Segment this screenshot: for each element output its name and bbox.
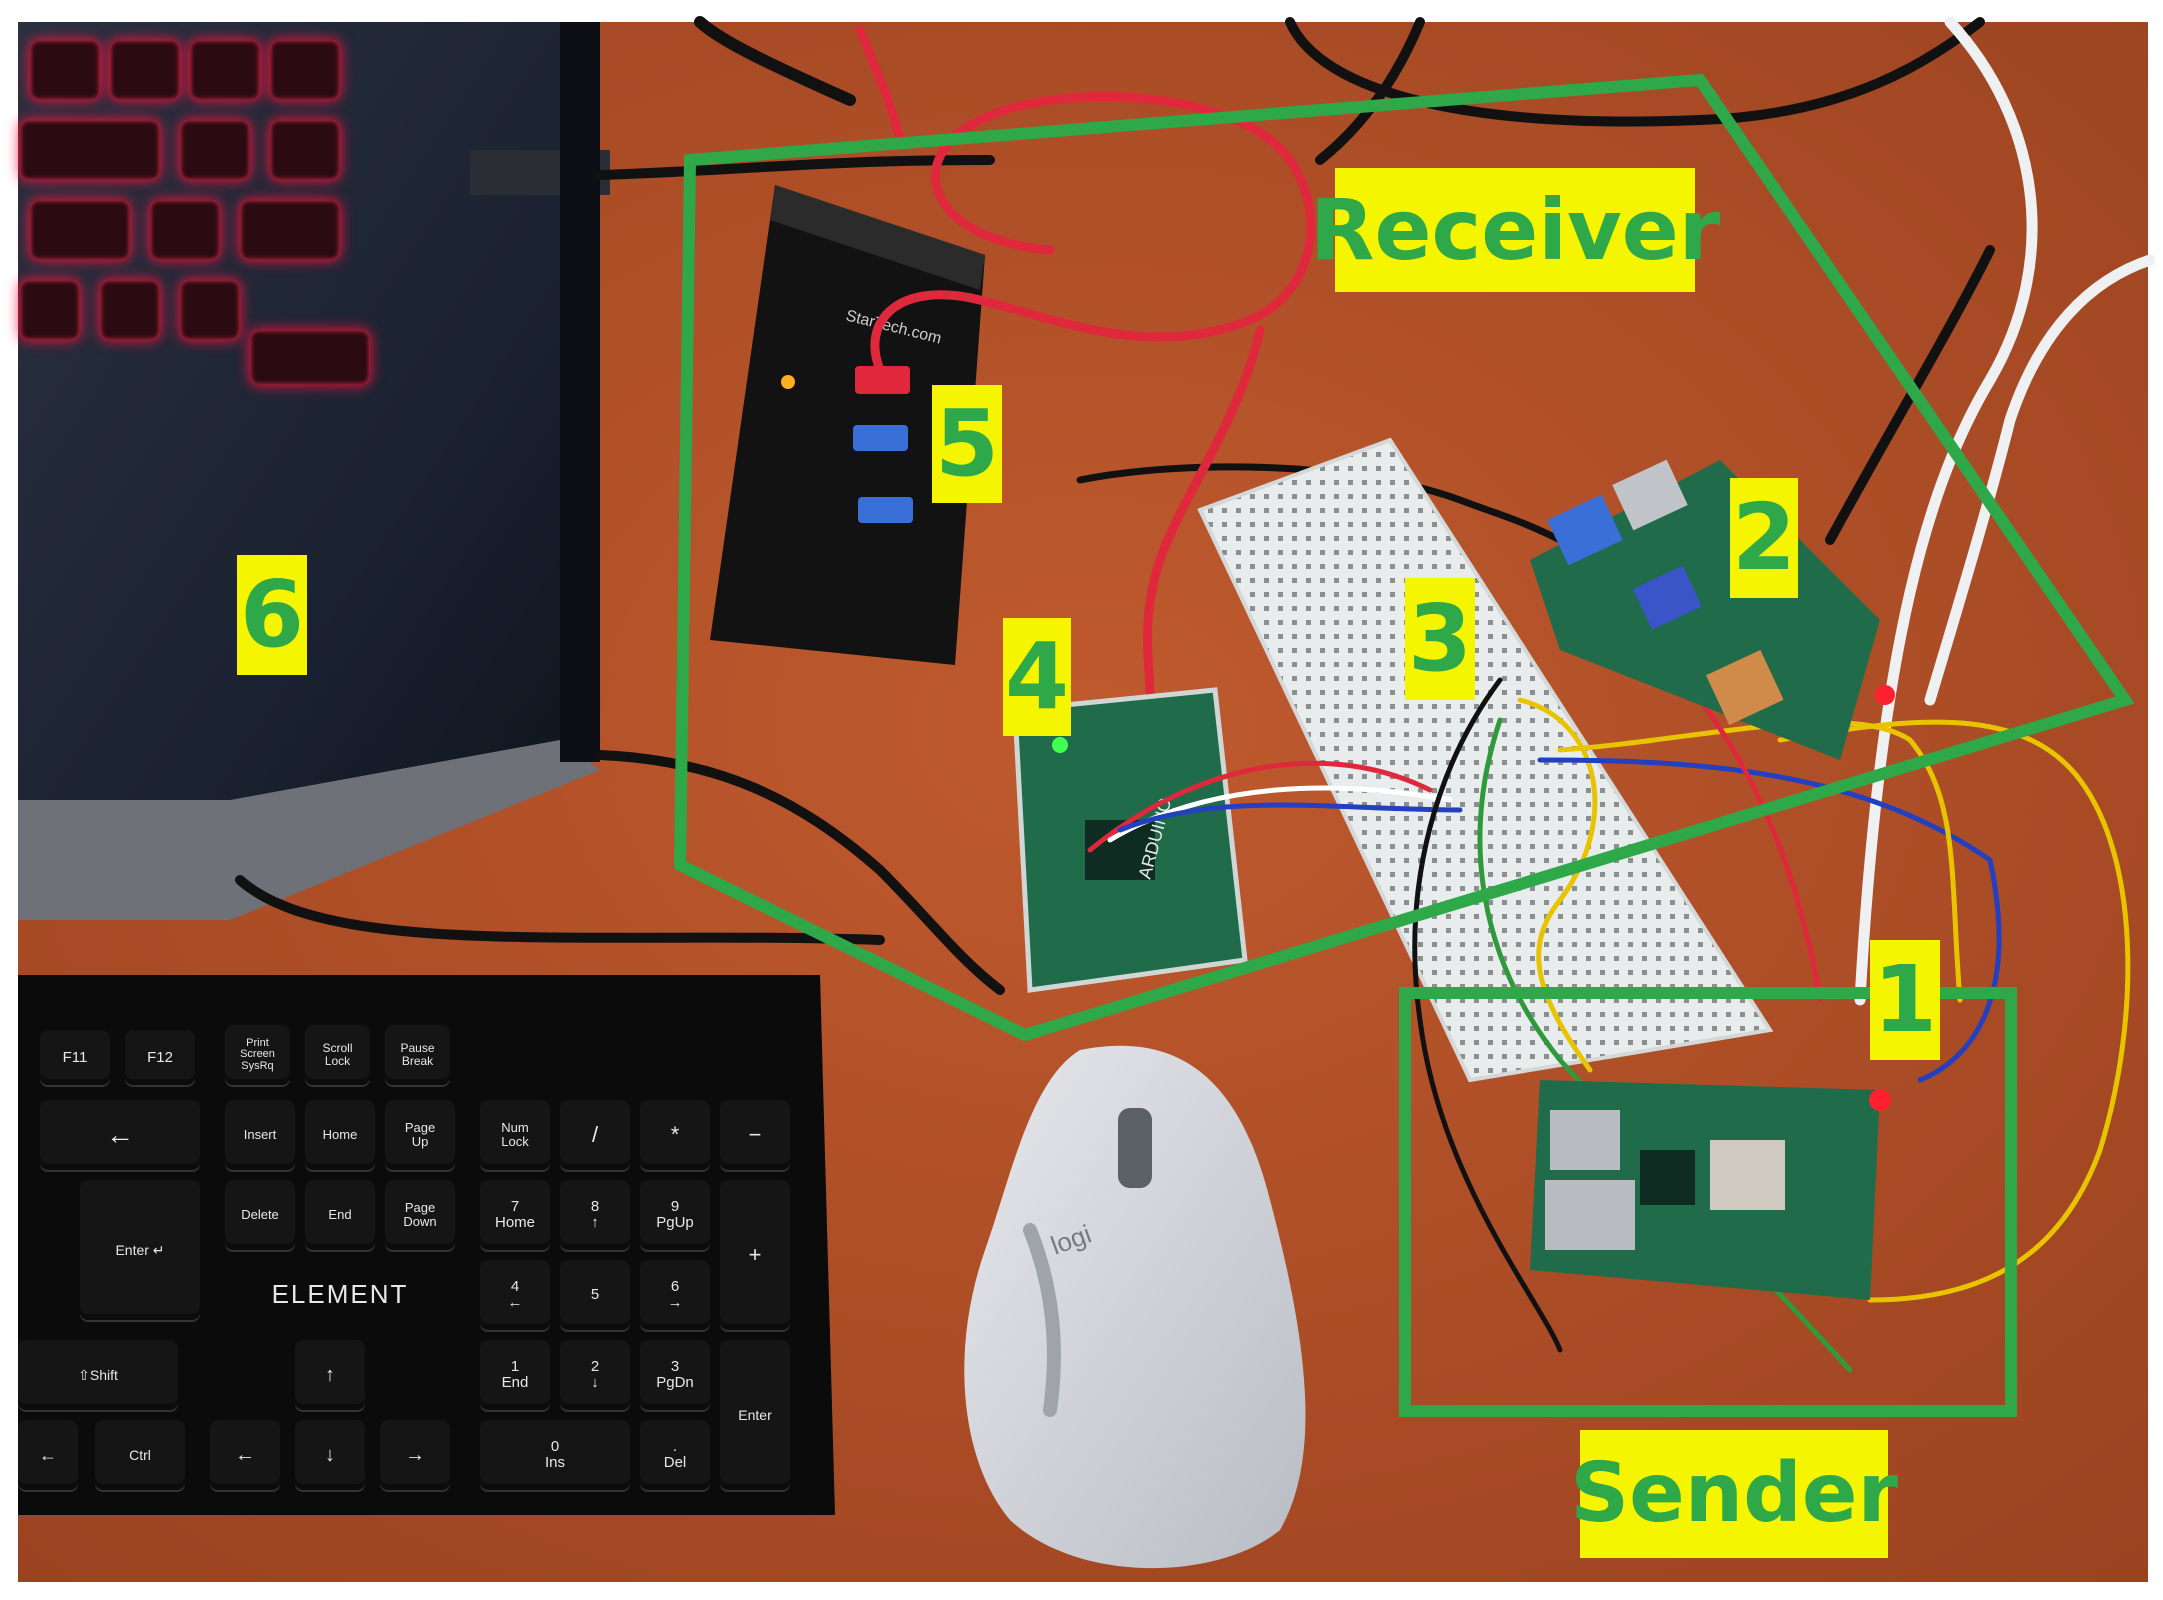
key-num-6[interactable]: 6 → xyxy=(640,1260,710,1330)
key-num-7[interactable]: 7 Home xyxy=(480,1180,550,1250)
key-arrow-right[interactable]: → xyxy=(380,1420,450,1490)
key-num-2[interactable]: 2 ↓ xyxy=(560,1340,630,1410)
usb-hub: StarTech.com xyxy=(710,185,985,665)
key-slash[interactable]: / xyxy=(560,1100,630,1170)
key-num-3[interactable]: 3 PgDn xyxy=(640,1340,710,1410)
label-1: 1 xyxy=(1870,940,1940,1060)
key-arrow-down[interactable]: ↓ xyxy=(295,1420,365,1490)
key-asterisk[interactable]: * xyxy=(640,1100,710,1170)
arduino-board: ARDUINO xyxy=(1012,687,1248,993)
label-6: 6 xyxy=(237,555,307,675)
key-enter-main[interactable]: Enter ↵ xyxy=(80,1180,200,1320)
key-num-9[interactable]: 9 PgUp xyxy=(640,1180,710,1250)
breadboard xyxy=(1197,437,1774,1083)
key-f12[interactable]: F12 xyxy=(125,1030,195,1085)
key-num-8[interactable]: 8 ↑ xyxy=(560,1180,630,1250)
jumper-wires xyxy=(1087,677,2131,1373)
key-page-down[interactable]: Page Down xyxy=(385,1180,455,1250)
key-ctrl[interactable]: Ctrl xyxy=(95,1420,185,1490)
key-arrow-left[interactable]: ← xyxy=(210,1420,280,1490)
label-3: 3 xyxy=(1405,578,1475,700)
key-minus[interactable]: − xyxy=(720,1100,790,1170)
key-page-up[interactable]: Page Up xyxy=(385,1100,455,1170)
black-cables xyxy=(235,16,1995,995)
key-insert[interactable]: Insert xyxy=(225,1100,295,1170)
key-pause[interactable]: Pause Break xyxy=(385,1025,450,1085)
key-num-enter[interactable]: Enter xyxy=(720,1340,790,1490)
label-5: 5 xyxy=(932,385,1002,503)
red-usb-cable xyxy=(855,25,1316,705)
label-2: 2 xyxy=(1730,478,1798,598)
key-num-lock[interactable]: Num Lock xyxy=(480,1100,550,1170)
key-arrow-left-main[interactable]: ← xyxy=(18,1420,78,1490)
key-num-0[interactable]: 0 Ins xyxy=(480,1420,630,1490)
key-print-screen[interactable]: Print Screen SysRq xyxy=(225,1025,290,1085)
key-f11[interactable]: F11 xyxy=(40,1030,110,1085)
key-backspace[interactable]: ← xyxy=(40,1100,200,1170)
receiver-outline xyxy=(673,73,2135,1042)
key-num-4[interactable]: 4 ← xyxy=(480,1260,550,1330)
label-receiver: Receiver xyxy=(1310,168,1720,292)
label-sender: Sender xyxy=(1570,1430,1898,1558)
label-4: 4 xyxy=(1003,618,1071,736)
key-scroll-lock[interactable]: Scroll Lock xyxy=(305,1025,370,1085)
key-delete[interactable]: Delete xyxy=(225,1180,295,1250)
white-cables xyxy=(1854,16,2156,1006)
mouse: logi xyxy=(964,1045,1306,1569)
key-num-5[interactable]: 5 xyxy=(560,1260,630,1330)
sender-outline xyxy=(1399,987,2017,1417)
key-num-dot[interactable]: . Del xyxy=(640,1420,710,1490)
key-num-plus[interactable]: + xyxy=(720,1180,790,1330)
raspberry-pi-sender xyxy=(1530,1080,1891,1300)
keyboard-brand: ELEMENT xyxy=(271,1279,409,1310)
key-arrow-up[interactable]: ↑ xyxy=(295,1340,365,1410)
key-shift[interactable]: ⇧Shift xyxy=(18,1340,178,1410)
key-num-1[interactable]: 1 End xyxy=(480,1340,550,1410)
key-end[interactable]: End xyxy=(305,1180,375,1250)
key-home[interactable]: Home xyxy=(305,1100,375,1170)
